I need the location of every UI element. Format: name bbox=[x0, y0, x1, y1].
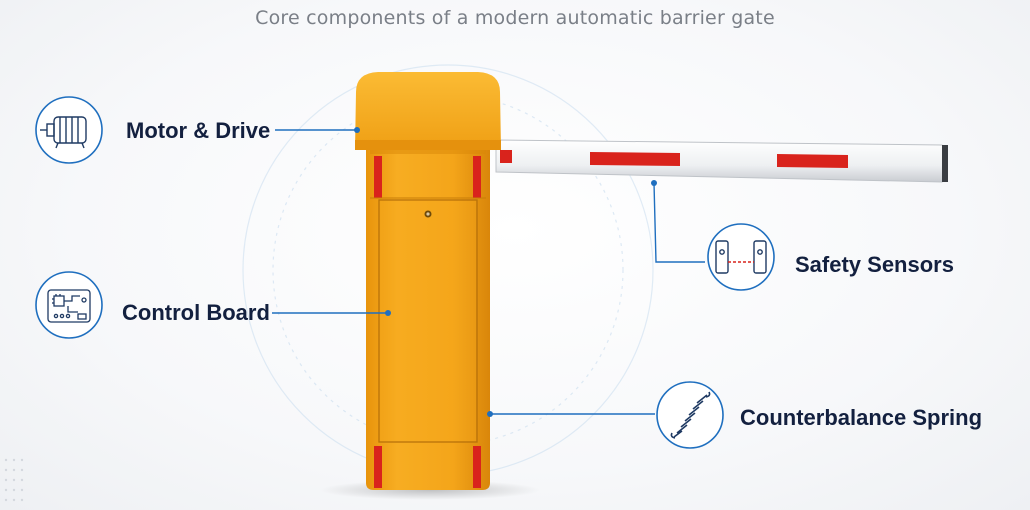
label-motor-drive: Motor & Drive bbox=[126, 118, 271, 143]
label-control-board: Control Board bbox=[122, 300, 270, 325]
circuit-board-icon bbox=[35, 271, 103, 339]
sensor-pair-icon bbox=[707, 223, 775, 291]
label-counterbalance-spring: Counterbalance Spring bbox=[740, 405, 983, 430]
callout-lines bbox=[272, 129, 705, 415]
dot-pattern bbox=[4, 458, 24, 502]
motor-icon bbox=[35, 96, 103, 164]
barrier-cabinet bbox=[355, 72, 501, 490]
boom-arm bbox=[495, 139, 948, 183]
diagram-title: Core components of a modern automatic ba… bbox=[255, 7, 775, 29]
label-safety-sensors: Safety Sensors bbox=[795, 252, 954, 277]
spring-icon bbox=[656, 381, 724, 449]
callout-dots bbox=[354, 127, 657, 417]
